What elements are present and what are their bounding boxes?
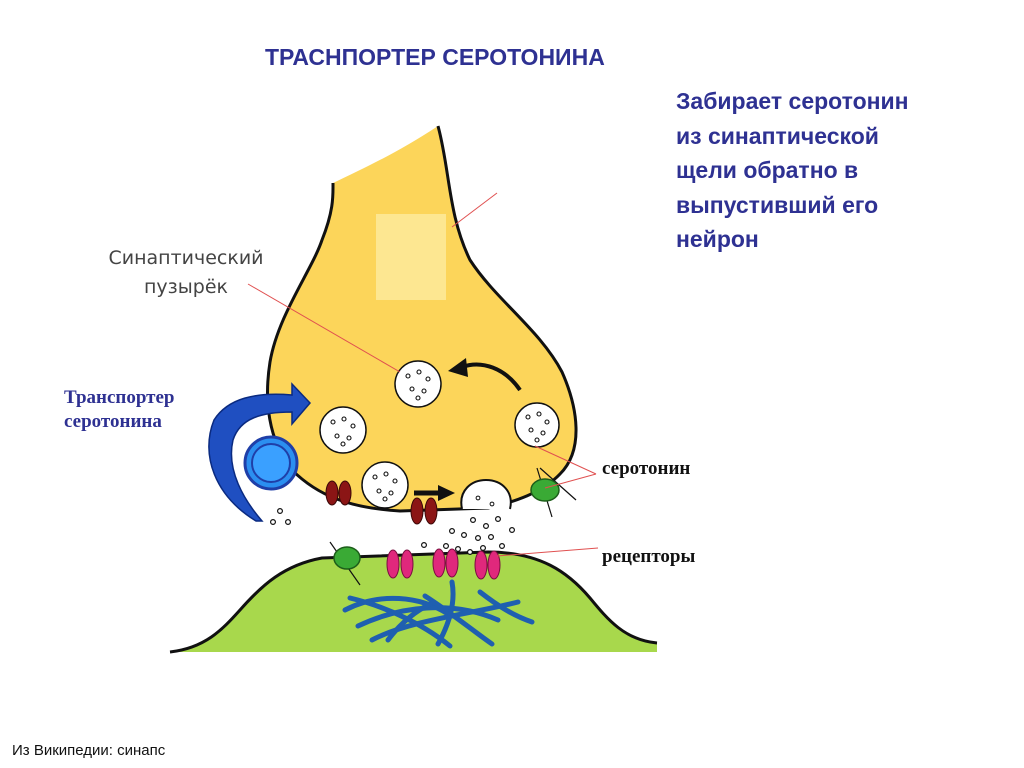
receptors-label: рецепторы	[602, 546, 696, 567]
membrane-leader-line	[451, 192, 498, 228]
synaptic-vesicle	[514, 402, 560, 448]
source-caption: Из Википедии: синапс	[12, 742, 166, 759]
vesicle-label-line: Синаптический	[108, 247, 264, 269]
description-line: щели обратно в	[676, 157, 859, 183]
recycle-arrow-head	[448, 358, 468, 377]
transporter-label-line: Транспортер	[64, 387, 175, 408]
presynaptic-neuron	[267, 126, 577, 511]
vesicle-label: Синаптический пузырёк	[88, 244, 284, 302]
serotonin-transporter-core	[251, 443, 291, 483]
page-title: ТРАСНПОРТЕР СЕРОТОНИНА	[265, 44, 605, 70]
presynaptic-highlight	[376, 214, 446, 300]
serotonin-molecules	[270, 508, 516, 555]
transporter-label: Транспортер серотонина	[64, 386, 175, 434]
description-line: нейрон	[676, 226, 759, 252]
green-transporter	[329, 541, 361, 586]
releasing-vesicle	[460, 478, 512, 510]
presynaptic-channel	[410, 497, 438, 525]
serotonin-label: серотонин	[602, 458, 691, 479]
description-line: из синаптической	[676, 122, 879, 149]
transporter-arrow	[208, 382, 312, 522]
recycle-arrow	[461, 362, 522, 392]
vesicle-leader-line	[247, 283, 401, 373]
description-line: выпустивший его	[676, 191, 879, 218]
presynaptic-channel	[325, 480, 352, 506]
vesicle-label-line: пузырёк	[144, 276, 228, 298]
transporter-label-line: серотонина	[64, 411, 162, 432]
vesicle-move-arrow-head	[438, 485, 455, 501]
receptor	[386, 549, 414, 579]
description-line: Забирает серотонин	[676, 88, 909, 114]
receptor	[474, 550, 501, 580]
synaptic-vesicle	[361, 461, 409, 509]
cytoskeleton-filaments	[342, 579, 535, 649]
receptor	[432, 548, 459, 578]
serotonin-leader-line	[544, 473, 597, 489]
description-text: Забирает серотонин из синаптической щели…	[676, 84, 996, 257]
receptor-leader-line	[496, 547, 599, 557]
serotonin-leader-line	[534, 445, 597, 475]
synaptic-vesicle	[394, 360, 442, 408]
synaptic-vesicle	[319, 406, 367, 454]
